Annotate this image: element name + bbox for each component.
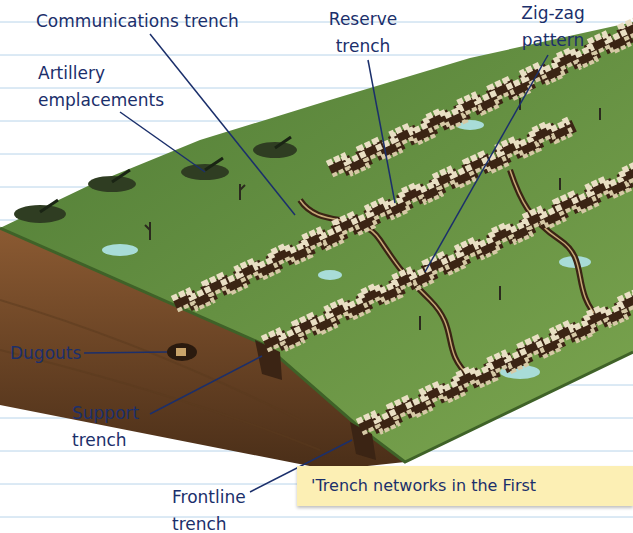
leader-line — [84, 352, 167, 353]
dugout-door — [176, 348, 186, 356]
sandbags — [172, 116, 566, 305]
soil-layers — [0, 300, 320, 450]
part-label: Support trench — [72, 400, 154, 454]
artillery — [14, 137, 297, 223]
leader-line — [120, 112, 205, 172]
part-label: Artillery emplacements — [38, 60, 178, 114]
leader-line — [150, 34, 295, 215]
part-label: Zig-zag pattern — [508, 0, 598, 54]
artillery-emplacement — [88, 176, 136, 192]
leader-line — [150, 356, 262, 414]
puddle — [318, 270, 342, 280]
leader-line — [368, 60, 395, 203]
leader-line — [425, 55, 548, 272]
trench-cut — [360, 245, 633, 434]
trench-cut — [175, 122, 569, 311]
caption-text: 'Trench networks in the First — [311, 475, 536, 497]
caption-band: 'Trench networks in the First — [297, 466, 633, 506]
part-label: Reserve trench — [318, 6, 408, 60]
part-label: Dugouts — [10, 340, 100, 367]
frontline-trench — [357, 239, 633, 440]
part-label: Frontline trench — [172, 484, 272, 533]
artillery-emplacement — [14, 205, 66, 223]
gun-barrels — [40, 137, 291, 212]
sandbags — [262, 156, 633, 345]
artillery-emplacement — [253, 142, 297, 158]
notebook-lines — [0, 22, 633, 517]
part-label: Communications trench — [36, 8, 266, 35]
sandbags — [363, 251, 633, 440]
puddle — [102, 244, 138, 256]
earth-cross-section — [0, 228, 405, 470]
dugout — [167, 343, 197, 361]
